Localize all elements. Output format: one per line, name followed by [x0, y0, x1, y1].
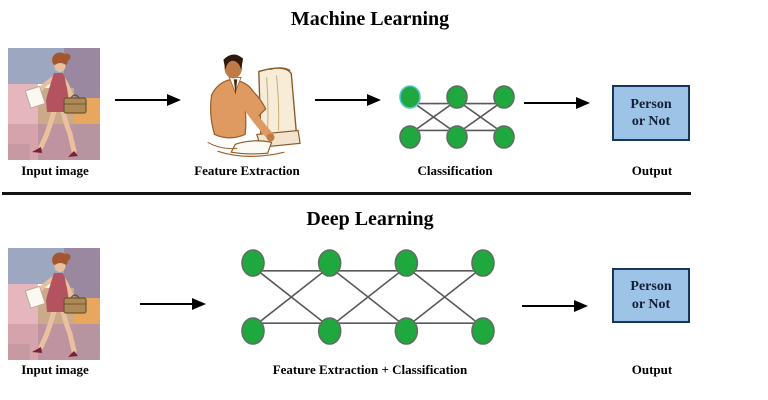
dl-output-box: Person or Not [612, 268, 690, 323]
dl-input-image [8, 248, 100, 360]
network-node [394, 249, 419, 277]
ml-output-box: Person or Not [612, 85, 690, 141]
dl-network-label: Feature Extraction + Classification [272, 362, 468, 377]
dl-output-box-line1: Person [630, 279, 672, 294]
dl-section-title: Deep Learning [306, 208, 434, 230]
arrow-right-icon [522, 300, 588, 312]
network-node [446, 85, 468, 109]
network-node [241, 249, 265, 277]
arrow-right-icon [315, 94, 381, 106]
network-node [493, 85, 515, 109]
ml-classification-network [398, 84, 516, 150]
network-node [317, 317, 342, 345]
arrow-right-icon [524, 97, 590, 109]
dl-deep-network [240, 248, 496, 346]
network-node [394, 317, 419, 345]
ml-feature-extraction-figure [188, 44, 306, 162]
ml-classification-label: Classification [417, 163, 493, 178]
walking-woman-illustration [8, 248, 100, 360]
ml-input-image [8, 48, 100, 160]
section-divider [2, 192, 691, 195]
person-at-computer-illustration [188, 44, 306, 162]
network-node [317, 249, 342, 277]
network-node [471, 317, 495, 345]
network-node [399, 85, 421, 109]
ml-feature-extraction-label: Feature Extraction [194, 163, 300, 178]
network-node [446, 125, 468, 149]
dl-output-box-line2: or Not [631, 296, 671, 312]
ml-output-box-line1: Person [630, 96, 672, 112]
dl-input-image-label: Input image [21, 362, 89, 377]
dl-output-label: Output [631, 362, 673, 377]
ml-output-box-line2: or Not [631, 114, 671, 129]
arrow-right-icon [115, 94, 181, 106]
network-node [471, 249, 495, 277]
network-node [241, 317, 265, 345]
ml-section-title: Machine Learning [290, 8, 450, 30]
network-node [399, 125, 421, 149]
ml-output-label: Output [631, 163, 673, 178]
network-node [493, 125, 515, 149]
walking-woman-illustration [8, 48, 100, 160]
ml-input-image-label: Input image [21, 163, 89, 178]
arrow-right-icon [140, 298, 206, 310]
